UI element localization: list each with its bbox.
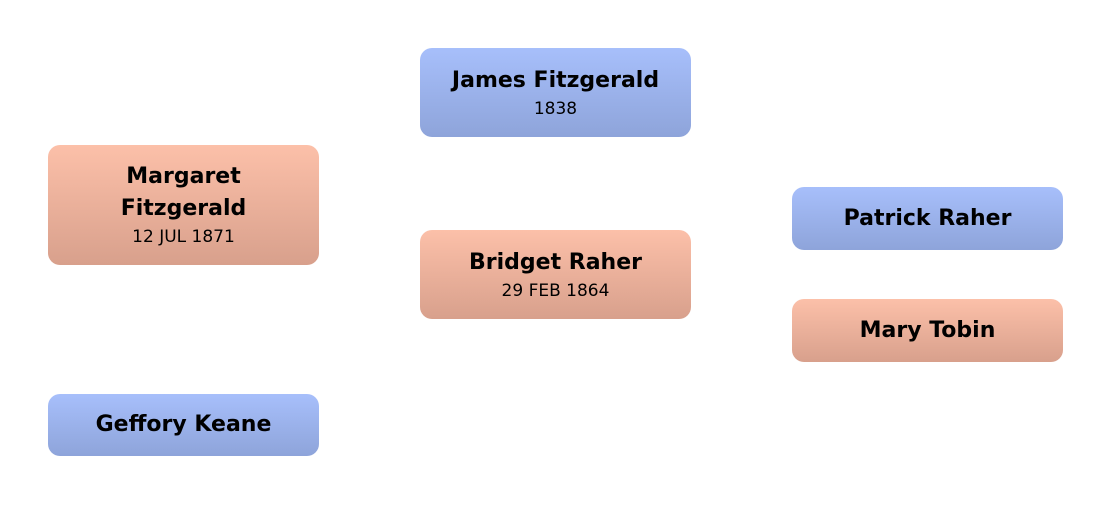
person-date: 1838 xyxy=(533,98,578,119)
person-name: Geffory Keane xyxy=(95,412,272,437)
person-card-james-fitzgerald[interactable]: James Fitzgerald 1838 xyxy=(420,48,691,137)
person-date: 29 FEB 1864 xyxy=(501,280,610,301)
person-name: James Fitzgerald xyxy=(451,67,660,93)
person-name: Patrick Raher xyxy=(843,205,1012,231)
person-name: Mary Tobin xyxy=(859,317,996,343)
person-card-bridget-raher[interactable]: Bridget Raher 29 FEB 1864 xyxy=(420,230,691,319)
person-card-mary-tobin[interactable]: Mary Tobin xyxy=(792,299,1063,362)
person-card-patrick-raher[interactable]: Patrick Raher xyxy=(792,187,1063,250)
person-name: Margaret Fitzgerald xyxy=(120,164,247,221)
person-card-margaret-fitzgerald[interactable]: Margaret Fitzgerald 12 JUL 1871 xyxy=(48,145,319,265)
person-card-geffory-keane[interactable]: Geffory Keane xyxy=(48,394,319,456)
person-date: 12 JUL 1871 xyxy=(132,227,235,247)
person-name: Bridget Raher xyxy=(469,249,642,275)
